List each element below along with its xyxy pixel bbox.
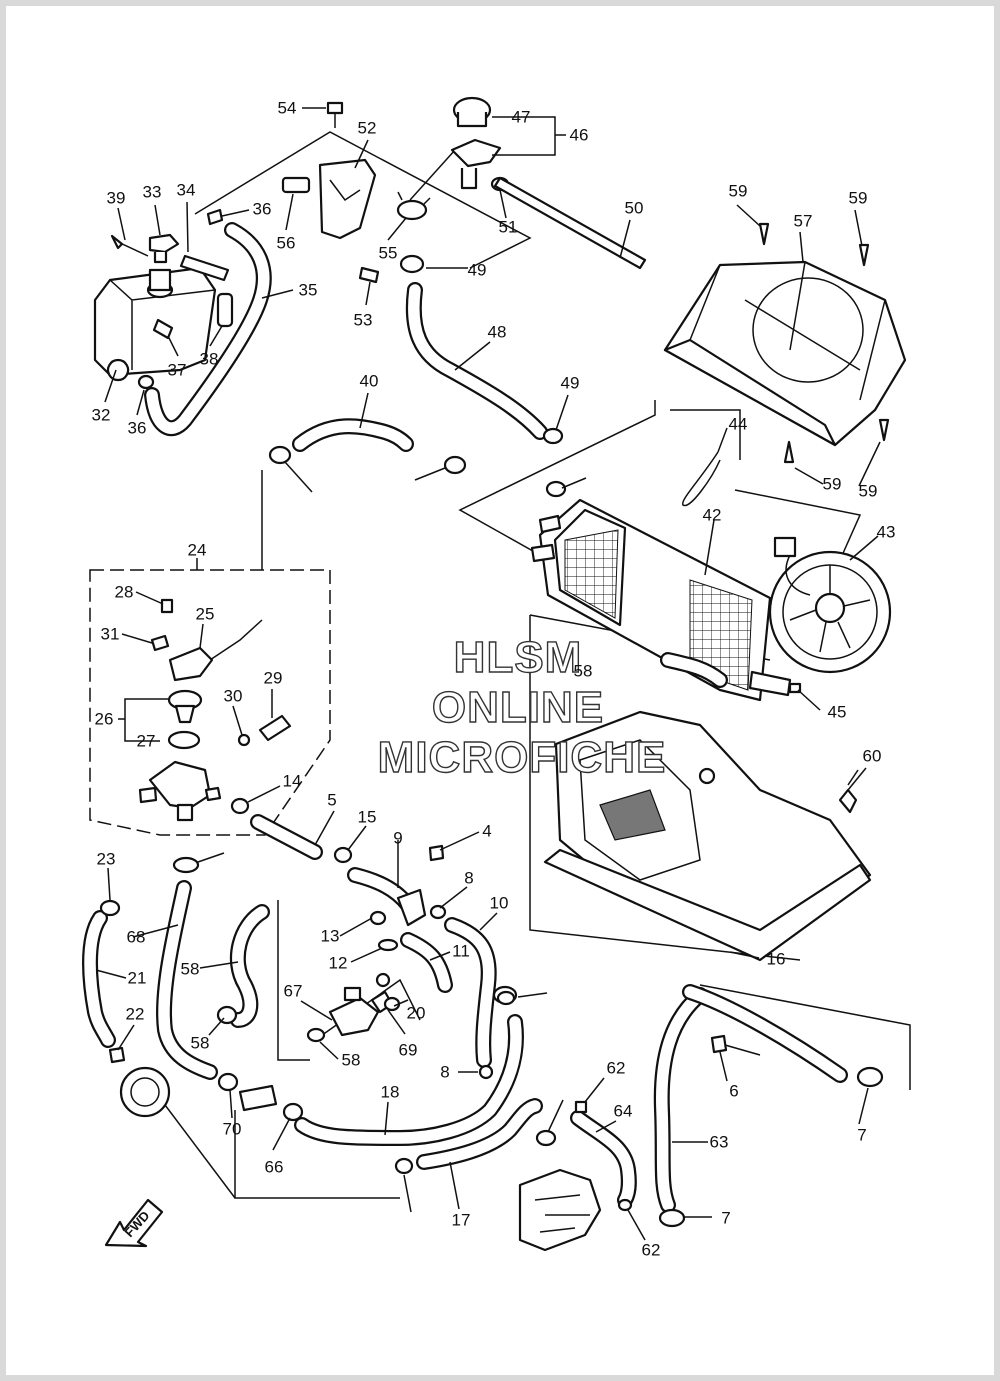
callout-59-c: 59 [823,475,842,494]
watermark: HLSM ONLINE MICROFICHE [377,632,667,782]
callout-58: 58 [574,662,593,681]
callout-1: 9 [393,829,402,848]
callout-44: 44 [729,415,748,434]
callout-21: 21 [128,969,147,988]
hose-35 [144,222,272,437]
callout-24: 24 [188,541,207,560]
callout-25: 25 [196,605,215,624]
callout-55: 55 [379,244,398,263]
callout-23: 23 [97,850,116,869]
callout-64: 6 [729,1082,738,1101]
callout-63-lower: 7 [721,1209,730,1228]
callout-3-lower: 8 [440,1063,449,1082]
callout-36-lower: 36 [128,419,147,438]
watermark-line-1: HLSM [454,633,583,682]
callout-30: 30 [224,687,243,706]
callout-59-d: 59 [859,482,878,501]
watermark-line-3: MICROFICHE [378,733,667,782]
callout-70: 70 [223,1120,242,1139]
callout-11: 58 [181,960,200,979]
callout-3-upper: 8 [464,869,473,888]
callout-27: 27 [137,732,156,751]
wire-clip [682,451,721,507]
callout-15: 12 [329,954,348,973]
callout-39: 39 [107,189,126,208]
callout-22: 22 [126,1005,145,1024]
callout-50: 50 [625,199,644,218]
fan-shroud [663,222,907,464]
callout-47: 47 [512,108,531,127]
radiator [530,480,772,702]
callout-51-upper: 51 [499,218,518,237]
callout-38: 38 [200,350,219,369]
callout-29: 29 [264,669,283,688]
callout-57: 57 [794,212,813,231]
callout-19: 17 [452,1211,471,1230]
callout-61: 16 [767,950,786,969]
callout-6: 5 [327,791,336,810]
cooling-fan [748,536,892,697]
lower-hose-group [294,984,884,1252]
callout-35: 35 [299,281,318,300]
callout-60: 60 [863,747,882,766]
valve-assembly [306,972,401,1043]
callout-49-lower: 49 [561,374,580,393]
hose-40 [268,418,467,475]
callout-10: 69 [399,1041,418,1060]
callout-59-b: 59 [849,189,868,208]
callout-46: 46 [570,126,589,145]
center-hose-group [250,814,497,1080]
callout-54: 54 [278,99,297,118]
callout-13: 58 [342,1051,361,1070]
callout-18-lower: 62 [642,1241,661,1260]
callout-62: 63 [710,1133,729,1152]
thermostat-group [138,598,292,874]
callout-7: 15 [358,808,377,827]
under-cover [543,710,872,962]
callout-36-upper: 36 [253,200,272,219]
reservoir-tank-group [93,208,234,390]
callout-66: 66 [265,1158,284,1177]
left-hose-group [82,880,304,1122]
callout-5: 13 [321,927,340,946]
leader-lines [95,107,881,1241]
callout-17: 64 [614,1102,633,1121]
callout-40: 40 [360,372,379,391]
callout-16: 4 [482,822,491,841]
callout-43: 43 [877,523,896,542]
callout-48: 48 [488,323,507,342]
callout-labels: 54 52 47 46 39 33 34 36 35 56 55 51 50 5… [92,99,896,1260]
callout-31: 31 [101,625,120,644]
watermark-line-2: ONLINE [432,683,604,732]
assembly-lines [89,131,911,1199]
callout-8: 20 [407,1004,426,1023]
callout-37: 37 [168,361,187,380]
callout-52: 52 [358,119,377,138]
callout-68: 68 [127,928,146,947]
callout-32: 32 [92,406,111,425]
callout-12: 58 [191,1034,210,1053]
callout-2: 10 [490,894,509,913]
callout-65: 18 [381,1083,400,1102]
callout-4: 11 [452,942,470,961]
callout-53: 53 [354,311,373,330]
callout-33: 33 [143,183,162,202]
callout-56: 56 [277,234,296,253]
callout-14: 14 [283,772,302,791]
callout-45: 45 [828,703,847,722]
callout-26: 26 [95,710,114,729]
callout-63-right: 7 [857,1126,866,1145]
callout-28: 28 [115,583,134,602]
filler-neck-group [281,96,647,284]
callout-42: 42 [703,506,722,525]
callout-9: 67 [284,982,303,1001]
callout-59-a: 59 [729,182,748,201]
callout-34: 34 [177,181,196,200]
callout-18-upper: 62 [607,1059,626,1078]
callout-49-upper: 49 [468,261,487,280]
hose-48 [405,282,564,445]
